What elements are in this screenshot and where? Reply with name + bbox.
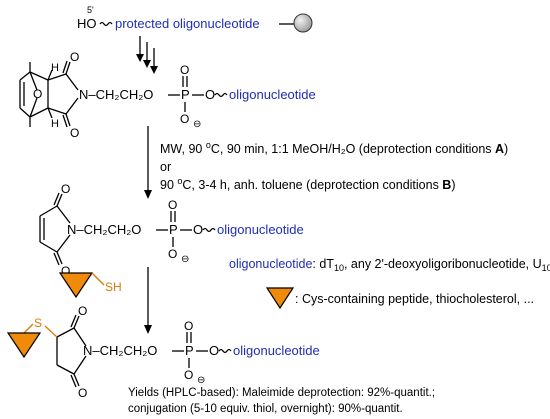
thiol-reagent: SH [58,272,122,299]
phosphorus-3: P [185,343,194,358]
ester-o-3: O [209,343,219,358]
ho-label: HO [77,16,97,31]
h-bottom: H [51,118,59,130]
phosphorus-2: P [169,222,178,237]
phosphoryl-o-1: O [180,63,189,77]
ester-o-1: O [205,87,215,102]
chain-2: N–CH₂CH₂O [67,222,141,237]
reaction-arrow-2 [144,267,152,334]
negative-charge-2: ⊖ [181,254,189,265]
oligonucleotide-definition: oligonucleotide: dT10, any 2'-deoxyoligo… [229,257,550,273]
triangle-legend: : Cys-containing peptide, thiocholestero… [265,287,534,310]
five-prime-label: 5' [87,5,94,15]
phosphate-group-2: P O O ⊖ O oligonucleotide [156,198,304,265]
conjugate-labels: S O O N–CH₂CH₂O [6,304,157,400]
triangle-legend-icon [265,287,295,310]
phosphorus-1: P [181,87,190,102]
maleimide-o-bottom: O [61,264,70,278]
condition-a: MW, 90 oC, 90 min, 1:1 MeOH/H₂O (deprote… [160,140,508,156]
reaction-conditions: MW, 90 oC, 90 min, 1:1 MeOH/H₂O (deprote… [160,140,508,192]
chain-1: N–CH₂CH₂O [79,87,153,102]
yields-line-1: Yields (HPLC-based): Maleimide deprotect… [128,387,435,399]
oligo-label-3: oligonucleotide [233,343,320,358]
anionic-o-3: O [184,368,193,382]
succinimide-o-bottom: O [78,386,87,400]
succinimide-o-top: O [78,304,87,318]
oligo-label-1: oligonucleotide [229,87,316,102]
bridge-oxygen: O [33,87,42,101]
protected-maleimide-labels: O H H O O N–CH₂CH₂O [33,50,153,140]
solid-support-bead-icon [293,13,313,33]
phosphate-group-1: P O O ⊖ O oligonucleotide [168,63,316,130]
negative-charge-3: ⊖ [197,375,205,386]
maleimide-o-top: O [61,182,70,196]
maleimide-molecule [39,192,71,266]
negative-charge-1: ⊖ [193,119,201,130]
chain-3: N–CH₂CH₂O [83,343,157,358]
carbonyl-o-bottom: O [70,126,79,140]
protected-oligo-label: protected oligonucleotide [115,16,260,31]
maleimide-labels: O O N–CH₂CH₂O [61,182,141,278]
anionic-o-2: O [168,247,177,261]
phosphoryl-o-3: O [184,319,193,333]
conjugate-molecule [23,314,87,388]
thioether-s-label: S [34,316,42,330]
protected-maleimide-molecule [19,60,79,128]
anionic-o-1: O [180,112,189,126]
triangle-icon [58,272,94,299]
phosphate-group-3: P O O ⊖ O oligonucleotide [172,319,320,386]
triangle-legend-text: : Cys-containing peptide, thiocholestero… [295,292,534,306]
carbonyl-o-top: O [70,50,79,64]
conjugated-triangle-icon [6,332,42,359]
oligo-label-2: oligonucleotide [217,222,304,237]
reaction-arrow-1 [144,126,152,199]
condition-or: or [160,160,171,174]
yields-note: Yields (HPLC-based): Maleimide deprotect… [128,387,435,415]
yields-line-2: conjugation (5-10 equiv. thiol, overnigh… [128,403,403,415]
ester-o-2: O [193,222,203,237]
phosphoryl-o-2: O [168,198,177,212]
starting-material: 5' HO protected oligonucleotide [77,5,313,33]
condition-b: 90 oC, 3-4 h, anh. toluene (deprotection… [160,176,456,192]
thiol-sh-label: SH [105,280,122,294]
multistep-arrows [136,36,158,74]
h-top: H [51,62,59,74]
wavy-bond [99,21,113,27]
